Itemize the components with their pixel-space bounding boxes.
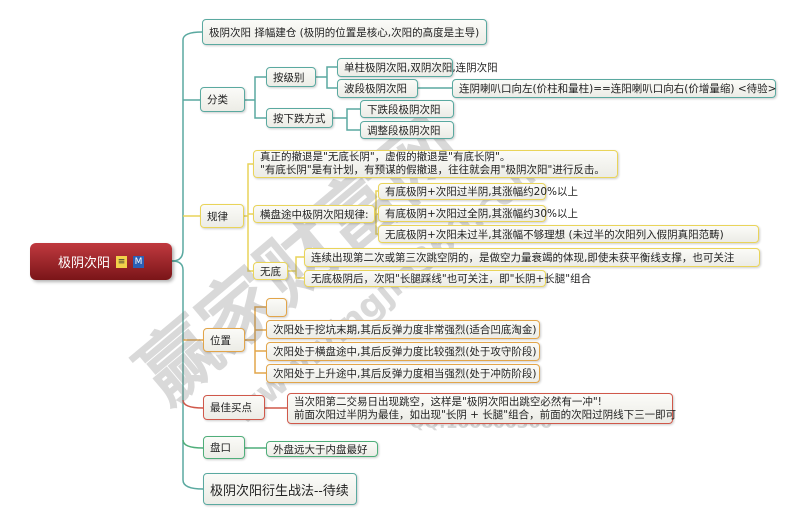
buy-line-2: 前面次阳过半阴为最佳，如出现"长阴 + 长腿"组合，前面的次阳过阴线下三一即可 <box>294 408 677 421</box>
node-no-bottom-2[interactable]: 无底极阴后，次阳"长腿踩线"也可关注，即"长阴+长腿"组合 <box>304 270 591 287</box>
node-sideways-1[interactable]: 有底极阴+次阳过半阴,其涨幅约20%以上 <box>378 183 578 200</box>
node-no-bottom-1[interactable]: 连续出现第二次或第三次跳空阴的，是做空力量衰竭的体现,即使未获平衡线支撑，也可关… <box>304 248 760 267</box>
node-best-buy[interactable]: 最佳买点 <box>203 395 265 420</box>
node-position[interactable]: 位置 <box>203 328 245 352</box>
node-derived[interactable]: 极阴次阳衍生战法--待续 <box>203 473 357 505</box>
root-node[interactable]: 极阴次阳 ≡ M <box>30 243 172 280</box>
node-rule-text[interactable]: 真正的撤退是"无底长阴"，虚假的撤退是"有底长阴"。"有底长阴"是有计划，有预谋… <box>253 150 618 178</box>
node-adjust-segment[interactable]: 调整段极阴次阳 <box>360 121 454 139</box>
note-icon[interactable]: ≡ <box>116 255 127 268</box>
node-sideways[interactable]: 横盘途中极阴次阳规律: <box>253 205 375 223</box>
node-no-bottom[interactable]: 无底 <box>253 262 288 280</box>
node-by-level[interactable]: 按级别 <box>266 67 316 87</box>
node-tape[interactable]: 盘口 <box>203 436 245 459</box>
node-single[interactable]: 单柱极阴次阳,双阴次阳,连阴次阳 <box>337 58 498 77</box>
node-position-1[interactable]: 次阳处于挖坑末期,其后反弹力度非常强烈(适合凹底淘金) <box>266 320 540 339</box>
node-sideways-3[interactable]: 无底极阴+次阳未过半,其涨幅不够理想 (未过半的次阳列入假阴真阳范畴) <box>378 225 759 243</box>
node-by-drop[interactable]: 按下跌方式 <box>266 108 333 128</box>
node-classification[interactable]: 分类 <box>200 87 245 112</box>
node-position-2[interactable]: 次阳处于横盘途中,其后反弹力度比较强烈(处于攻守阶段) <box>266 342 540 361</box>
rule-line-1: 真正的撤退是"无底长阴"，虚假的撤退是"有底长阴"。 <box>260 151 511 163</box>
buy-line-1: 当次阳第二交易日出现跳空，这样是"极阴次阳出跳空必然有一冲"! <box>294 395 602 408</box>
node-position-3[interactable]: 次阳处于上升途中,其后反弹力度相当强烈(处于冲防阶段) <box>266 364 540 383</box>
node-drop-segment[interactable]: 下跌段极阴次阳 <box>360 100 454 118</box>
root-label: 极阴次阳 <box>57 256 110 271</box>
rule-line-2: "有底长阴"是有计划，有预谋的假撤退，往往就会用"极阴次阳"进行反击。 <box>260 164 605 176</box>
mindmanager-icon: M <box>133 255 144 268</box>
node-rules[interactable]: 规律 <box>200 204 244 228</box>
node-tape-1[interactable]: 外盘远大于内盘最好 <box>266 441 378 457</box>
node-strategy[interactable]: 极阴次阳 择幅建仓 (极阴的位置是核心,次阳的高度是主导) <box>202 19 487 45</box>
node-horn[interactable]: 连阴喇叭口向左(价柱和量柱)==连阳喇叭口向右(价增量缩) <待验> <box>452 79 776 98</box>
node-empty[interactable] <box>266 298 287 317</box>
node-sideways-2[interactable]: 有底极阴+次阳过全阴,其涨幅约30%以上 <box>378 205 578 222</box>
node-best-buy-text[interactable]: 当次阳第二交易日出现跳空，这样是"极阴次阳出跳空必然有一冲"!前面次阳过半阴为最… <box>287 393 677 424</box>
node-wave[interactable]: 波段极阴次阳 <box>337 79 418 98</box>
